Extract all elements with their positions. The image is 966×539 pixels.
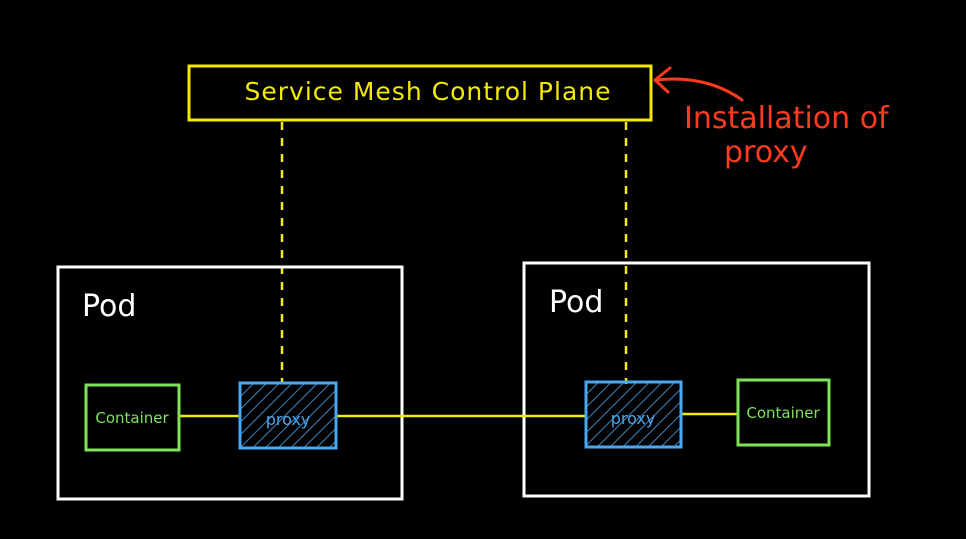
- proxy-box-left-hatch: [240, 383, 336, 448]
- proxy-box-right: [584, 380, 683, 449]
- control-plane-box: [187, 64, 653, 122]
- pod-label-left: Pod: [82, 289, 136, 324]
- pod-box-left: [56, 265, 404, 501]
- container-label-right: Container: [746, 404, 820, 422]
- proxy-box-right-hatch: [586, 382, 681, 447]
- annotation-line-2: proxy: [724, 135, 808, 170]
- annotation-arrowhead: [653, 66, 672, 94]
- annotation-line-1: Installation of: [684, 101, 890, 136]
- proxy-box-left: [238, 381, 338, 450]
- proxy-label-right: proxy: [611, 409, 656, 428]
- pod-label-right: Pod: [549, 285, 603, 320]
- container-box-left: [84, 383, 181, 452]
- pod-box-right: [522, 261, 871, 498]
- container-box-right: [736, 378, 831, 447]
- proxy-label-left: proxy: [266, 410, 311, 429]
- container-label-left: Container: [95, 409, 169, 427]
- control-plane-label: Service Mesh Control Plane: [245, 77, 612, 106]
- annotation-arrow: [655, 77, 744, 102]
